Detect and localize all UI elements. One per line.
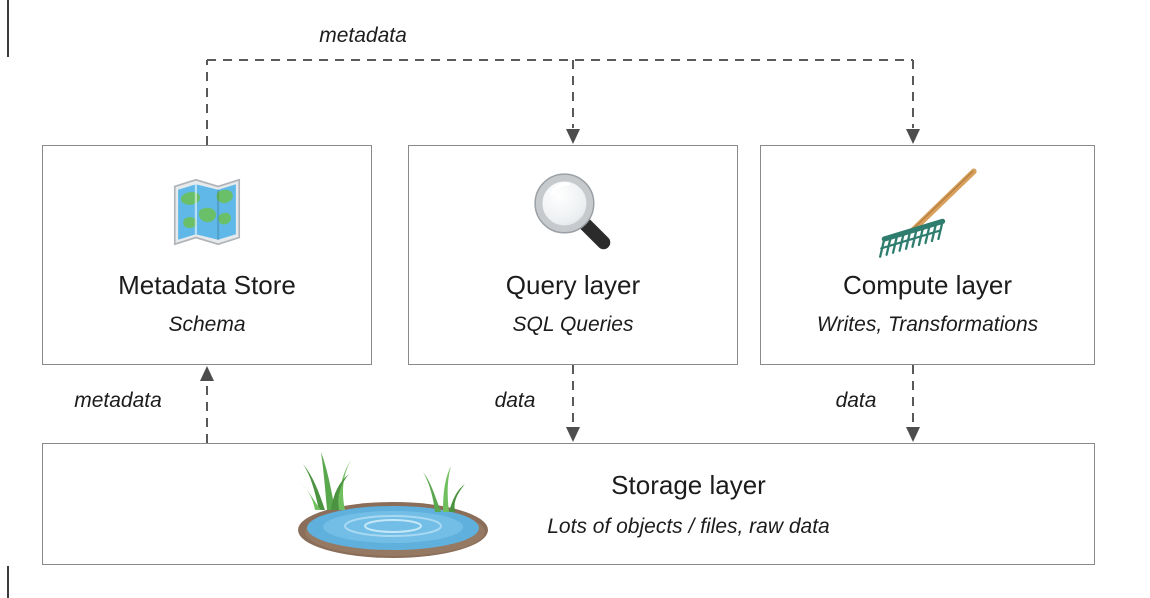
node-title: Metadata Store [118, 270, 296, 300]
node-subtitle: Lots of objects / files, raw data [547, 514, 830, 538]
label-metadata-left: metadata [74, 389, 162, 412]
node-subtitle: Writes, Transformations [816, 313, 1039, 336]
label-metadata-top: metadata [319, 24, 407, 47]
label-data-query: data [494, 389, 536, 412]
arrowhead-query-into-storage [566, 427, 580, 442]
metadata-flow-connector [206, 59, 914, 145]
node-query-layer: Query layer SQL Queries [408, 145, 738, 365]
node-subtitle: Schema [168, 313, 246, 336]
node-compute-layer: Compute layer Writes, Transformations [760, 145, 1095, 365]
node-storage-layer: Storage layer Lots of objects / files, r… [42, 443, 1095, 565]
node-title: Storage layer [611, 469, 766, 500]
arrowhead-compute-into-storage [906, 427, 920, 442]
rake-icon [876, 160, 980, 264]
arrowhead-into-query [566, 129, 580, 144]
pond-icon [293, 448, 493, 560]
magnifying-glass-icon [529, 160, 617, 264]
node-subtitle: SQL Queries [512, 313, 634, 336]
storage-text: Storage layer Lots of objects / files, r… [283, 444, 1094, 564]
node-title: Query layer [505, 270, 641, 300]
arrowhead-into-compute [906, 129, 920, 144]
node-title: Compute layer [842, 270, 1013, 300]
arrowhead-into-metadata-store [200, 366, 214, 381]
label-data-compute: data [835, 389, 877, 412]
node-metadata-store: Metadata Store Schema [42, 145, 372, 365]
world-map-icon [167, 160, 247, 264]
